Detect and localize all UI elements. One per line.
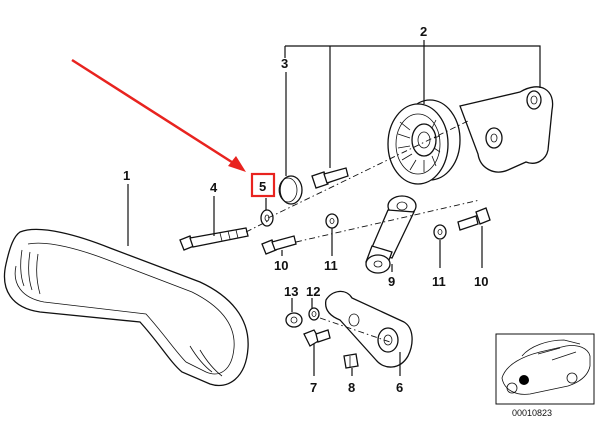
callout-13: 13 [284,284,298,299]
sleeve-12 [308,307,320,321]
drive-belt [3,228,249,386]
callout-3: 3 [281,56,288,71]
shock-absorber [365,195,417,274]
washer-11-left [325,213,339,229]
highlight-box [250,172,276,198]
diagram-number: 00010823 [512,408,552,418]
pulley-bolt [311,167,349,189]
bolt-10-right [457,207,491,231]
callout-4: 4 [210,180,218,195]
tensioner-mount [459,86,554,173]
nut-13 [285,312,303,328]
tensioner-pulley [387,99,461,185]
assembly-axis-lines [245,119,481,343]
callout-8: 8 [348,380,355,395]
engine-location-dot [519,375,529,385]
bolt-8 [343,353,359,369]
long-bolt [179,227,249,251]
washer-11-right [433,224,447,240]
lower-bracket [324,290,413,368]
callout-11-left: 11 [324,258,338,273]
callout-6: 6 [396,380,403,395]
leader-lines [127,40,541,376]
car-location-inset [495,333,595,405]
callout-9: 9 [388,274,395,289]
callout-2: 2 [420,24,427,39]
callout-1: 1 [123,168,130,183]
callout-5: 5 [259,179,266,194]
callout-11-right: 11 [432,274,446,289]
callout-7: 7 [310,380,317,395]
cover-cap [278,175,303,205]
bolt-7 [303,329,331,347]
red-arrow [71,58,246,172]
callout-12: 12 [306,284,320,299]
callout-10-right: 10 [474,274,488,289]
bolt-10-left [261,235,297,255]
callout-10-left: 10 [274,258,288,273]
